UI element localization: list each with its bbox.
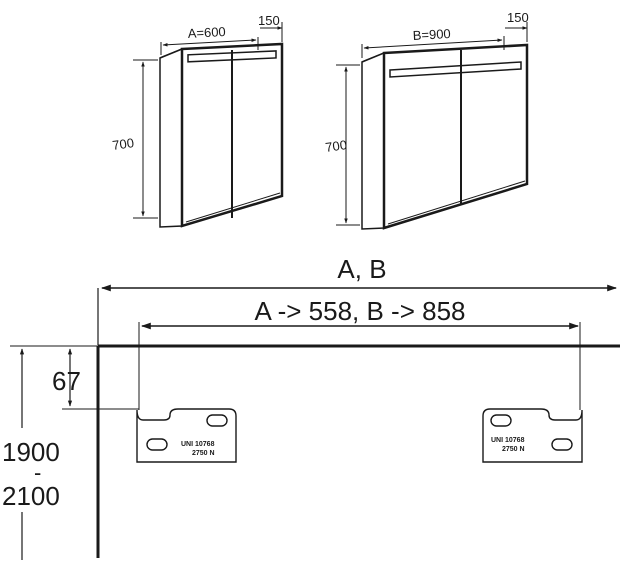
top-offset-label: 67 xyxy=(52,366,81,396)
cabinet-b: B=900 150 700 xyxy=(324,10,529,230)
cabinet-b-height-label: 700 xyxy=(324,137,348,155)
bracket-right-slot-upper xyxy=(490,414,512,427)
bracket-right-spec-line1: UNI 10768 xyxy=(491,437,525,444)
installation-plan: A, B A -> 558, B -> 858 67 1900 - 2100 U… xyxy=(2,254,620,560)
cabinet-a-width-label: A=600 xyxy=(187,24,226,41)
bracket-left-slot-upper xyxy=(206,414,228,427)
bracket-left-slot-lower xyxy=(146,438,168,451)
bracket-left-spec-line1: UNI 10768 xyxy=(181,441,215,448)
cabinet-b-depth-label: 150 xyxy=(507,10,529,25)
mount-height-dash: - xyxy=(34,460,41,485)
mount-height-min: 1900 xyxy=(2,437,60,467)
cabinet-b-width-label: B=900 xyxy=(412,26,451,43)
cabinet-a-depth-label: 150 xyxy=(258,13,280,28)
bracket-right-spec-line2: 2750 N xyxy=(502,446,525,453)
cabinet-a-height-label: 700 xyxy=(111,135,135,153)
mount-height-max: 2100 xyxy=(2,481,60,511)
bracket-right-slot-lower xyxy=(551,438,573,451)
bracket-left: UNI 10768 2750 N xyxy=(136,408,237,463)
bracket-span-label: A -> 558, B -> 858 xyxy=(254,296,465,326)
overall-width-label: A, B xyxy=(337,254,386,284)
bracket-left-spec-line2: 2750 N xyxy=(192,450,215,457)
cabinet-a: A=600 150 700 xyxy=(111,13,284,228)
bracket-right: UNI 10768 2750 N xyxy=(482,408,583,463)
